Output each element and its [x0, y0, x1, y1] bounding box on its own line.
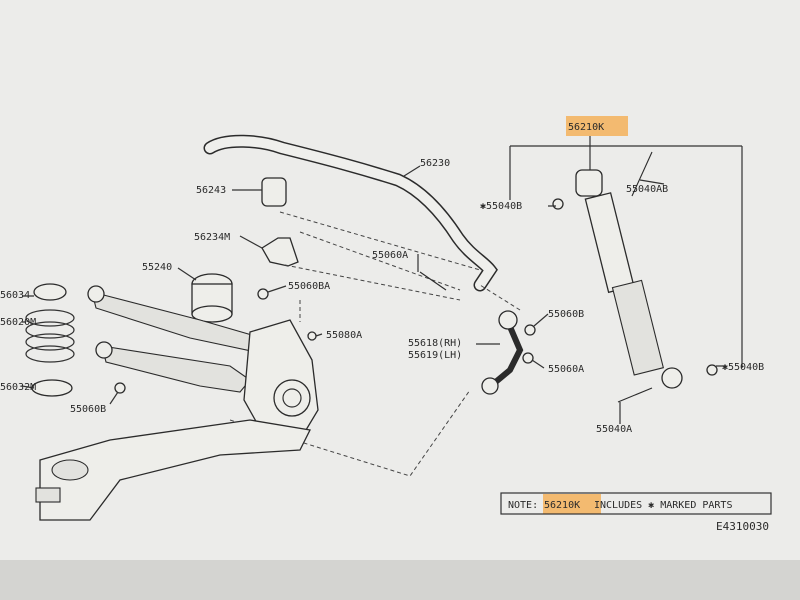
shock-absorber-kit-bracket — [509, 136, 743, 368]
shock-absorber — [575, 169, 683, 389]
label-56020M: 56020M — [0, 317, 36, 328]
nut-55060B-right — [524, 324, 536, 336]
label-55060A-mid: 55060A — [548, 364, 584, 375]
label-55060BA: 55060BA — [288, 281, 330, 292]
note-box: NOTE: 56210K INCLUDES ✱ MARKED PARTS — [500, 492, 772, 515]
label-56032M: 56032M — [0, 382, 36, 393]
bump-stop — [191, 273, 233, 323]
label-56034: 56034 — [0, 290, 30, 301]
label-55040B-top: ✱55040B — [480, 201, 522, 212]
nut-55060BA — [257, 288, 269, 300]
label-55060A-top: 55060A — [372, 250, 408, 261]
label-56210K: 56210K — [568, 122, 604, 133]
rear-subframe — [35, 419, 311, 521]
drawing-code: E4310030 — [716, 520, 769, 533]
nut-55040B-low — [706, 364, 718, 376]
stabilizer-bushing — [261, 177, 287, 207]
rear-knuckle — [243, 319, 319, 441]
label-56234M: 56234M — [194, 232, 230, 243]
label-56230: 56230 — [420, 158, 450, 169]
note-prefix: NOTE: — [508, 500, 538, 511]
bolt-55040A — [617, 387, 653, 403]
label-55040AB: 55040AB — [626, 184, 668, 195]
label-55240: 55240 — [142, 262, 172, 273]
nut-55060A-mid — [522, 352, 534, 364]
stabilizer-bar — [203, 134, 498, 292]
bolt-55060A-top — [419, 271, 447, 291]
label-55060B-right: 55060B — [548, 309, 584, 320]
label-55080A: 55080A — [326, 330, 362, 341]
label-55040B-low: ✱55040B — [722, 362, 764, 373]
label-56243: 56243 — [196, 185, 226, 196]
stabilizer-clamp — [261, 237, 299, 267]
bolt-55040AB — [631, 151, 653, 197]
note-part: 56210K — [544, 500, 580, 511]
highlight-56210K-label — [566, 116, 628, 136]
assembly-dashed-lines — [229, 211, 521, 477]
highlight-56210K-note — [543, 494, 601, 514]
nut-55060B-left — [114, 382, 126, 394]
nut-55040B-top — [552, 198, 564, 210]
lower-control-arm — [95, 341, 251, 393]
note-suffix: INCLUDES ✱ MARKED PARTS — [594, 500, 732, 511]
label-leader-lines — [21, 165, 726, 424]
label-55619: 55619(LH) — [408, 350, 462, 361]
bolt-55080A — [307, 331, 317, 341]
label-55040A: 55040A — [596, 424, 632, 435]
label-55618: 55618(RH) — [408, 338, 462, 349]
stabilizer-link — [481, 310, 524, 395]
label-55060B-left: 55060B — [70, 404, 106, 415]
coil-spring — [25, 283, 75, 397]
